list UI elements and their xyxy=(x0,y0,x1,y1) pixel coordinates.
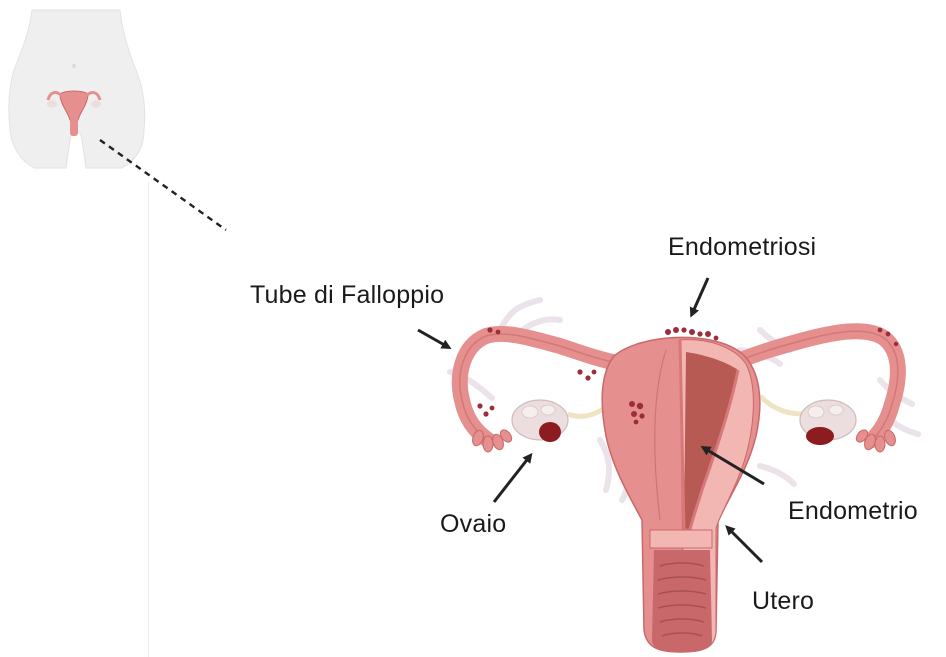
arrow-ovary xyxy=(494,456,530,502)
mini-ovary-right xyxy=(91,101,101,108)
arrow-uterus xyxy=(728,528,762,562)
arrow-endometriosis xyxy=(692,278,708,314)
ovarian-cyst-left xyxy=(539,422,561,442)
navel xyxy=(72,64,75,69)
mini-cervix xyxy=(70,118,78,136)
ovary-left xyxy=(512,400,568,442)
label-ovary: Ovaio xyxy=(440,510,506,539)
label-fallopian-tubes: Tube di Falloppio xyxy=(250,281,444,310)
label-uterus: Utero xyxy=(752,587,814,616)
mini-ovary-left xyxy=(47,101,57,108)
ovarian-cyst-right xyxy=(806,427,834,445)
label-endometrium: Endometrio xyxy=(788,497,918,526)
torso-thumbnail xyxy=(9,10,145,168)
zoom-dashed-line xyxy=(100,140,226,230)
ovary-right xyxy=(800,400,856,445)
cervix xyxy=(650,530,712,548)
ovarian-ligament-right xyxy=(760,396,804,414)
arrow-tube xyxy=(418,330,448,347)
fimbriae-left xyxy=(471,428,514,452)
torso-silhouette xyxy=(9,10,145,168)
uterus-illustration xyxy=(450,300,918,652)
label-endometriosis: Endometriosi xyxy=(668,233,816,262)
